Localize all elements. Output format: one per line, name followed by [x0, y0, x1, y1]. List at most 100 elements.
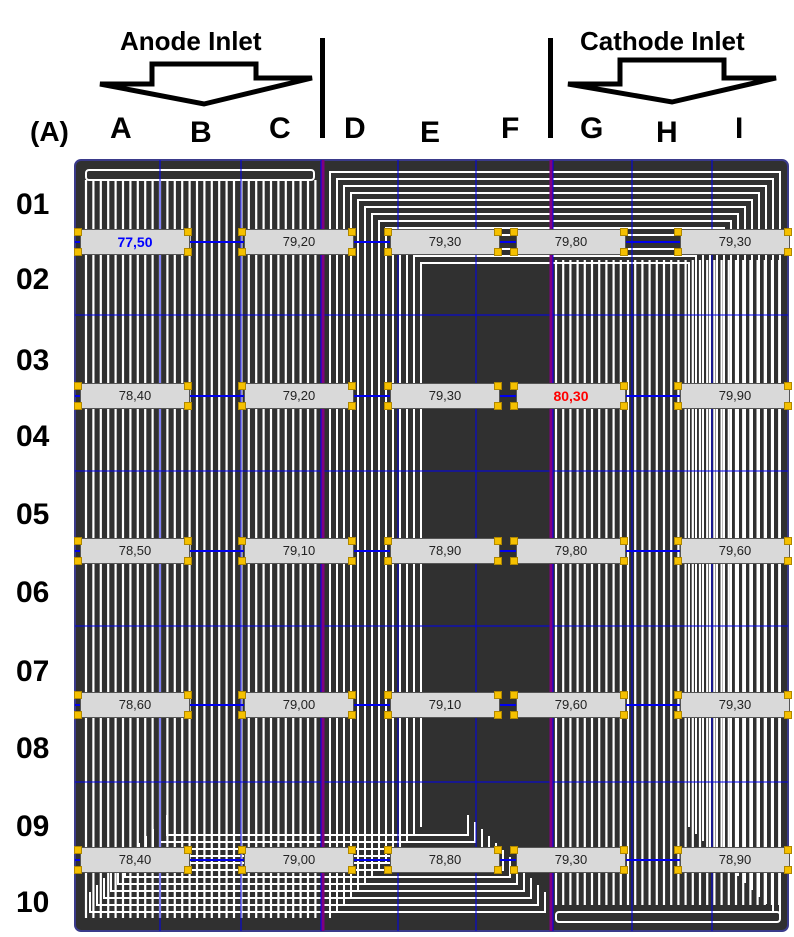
sensor-terminal: [620, 228, 628, 236]
sensor-terminal: [184, 248, 192, 256]
sensor-terminal: [184, 866, 192, 874]
sensor-r1-c4: 79,80: [516, 229, 626, 255]
anode-inlet-arrow: [99, 61, 313, 107]
return-channel: [89, 892, 546, 913]
sensor-terminal: [784, 537, 792, 545]
sensor-terminal: [784, 228, 792, 236]
sensor-terminal: [510, 382, 518, 390]
sensor-terminal: [494, 711, 502, 719]
sensor-terminal: [674, 866, 682, 874]
return-channel: [103, 878, 532, 899]
sensor-terminal: [674, 711, 682, 719]
sensor-terminal: [74, 866, 82, 874]
sensor-r1-c2: 79,20: [244, 229, 354, 255]
sensor-terminal: [238, 846, 246, 854]
sensor-terminal: [784, 382, 792, 390]
sensor-terminal: [784, 557, 792, 565]
sensor-terminal: [184, 402, 192, 410]
sensor-terminal: [184, 846, 192, 854]
sensor-terminal: [348, 382, 356, 390]
sensor-r3-c3: 78,90: [390, 538, 500, 564]
sensor-terminal: [494, 691, 502, 699]
sensor-terminal: [184, 382, 192, 390]
sensor-terminal: [348, 866, 356, 874]
sensor-terminal: [348, 846, 356, 854]
row-label-05: 05: [16, 498, 50, 531]
column-label-i: I: [735, 112, 744, 145]
anode-separator-bar: [320, 38, 325, 138]
sensor-terminal: [620, 711, 628, 719]
sensor-r2-c5: 79,90: [680, 383, 790, 409]
sensor-terminal: [238, 382, 246, 390]
sensor-r1-c1: 77,50: [80, 229, 190, 255]
row-label-04: 04: [16, 420, 50, 453]
sensor-terminal: [184, 537, 192, 545]
row-label-01: 01: [16, 188, 50, 221]
column-label-a: A: [110, 112, 132, 145]
sensor-terminal: [620, 866, 628, 874]
row-label-10: 10: [16, 886, 50, 919]
sensor-terminal: [620, 557, 628, 565]
sensor-terminal: [238, 866, 246, 874]
sensor-terminal: [784, 846, 792, 854]
row-label-02: 02: [16, 263, 50, 296]
return-channel: [166, 815, 469, 836]
sensor-terminal: [494, 402, 502, 410]
column-label-g: G: [580, 112, 604, 145]
sensor-r4-c2: 79,00: [244, 692, 354, 718]
sensor-terminal: [620, 382, 628, 390]
sensor-terminal: [184, 557, 192, 565]
sensor-terminal: [510, 537, 518, 545]
sensor-terminal: [348, 248, 356, 256]
sensor-terminal: [348, 537, 356, 545]
sensor-terminal: [238, 537, 246, 545]
cathode-inlet-label: Cathode Inlet: [580, 26, 745, 56]
sensor-terminal: [784, 402, 792, 410]
sensor-terminal: [348, 557, 356, 565]
sensor-terminal: [384, 248, 392, 256]
sensor-terminal: [674, 228, 682, 236]
sensor-r4-c4: 79,60: [516, 692, 626, 718]
sensor-terminal: [510, 402, 518, 410]
sensor-r3-c5: 79,60: [680, 538, 790, 564]
column-label-c: C: [269, 112, 291, 145]
sensor-terminal: [74, 228, 82, 236]
sensor-r5-c1: 78,40: [80, 847, 190, 873]
sensor-terminal: [620, 248, 628, 256]
sensor-terminal: [238, 228, 246, 236]
sensor-terminal: [384, 557, 392, 565]
cathode-manifold: [555, 911, 781, 923]
sensor-r2-c3: 79,30: [390, 383, 500, 409]
sensor-terminal: [494, 537, 502, 545]
sensor-r5-c3: 78,80: [390, 847, 500, 873]
sensor-terminal: [674, 382, 682, 390]
sensor-terminal: [784, 866, 792, 874]
sensor-terminal: [674, 248, 682, 256]
return-channel: [96, 885, 539, 906]
sensor-terminal: [74, 248, 82, 256]
sensor-terminal: [620, 402, 628, 410]
sensor-terminal: [238, 557, 246, 565]
sensor-terminal: [510, 711, 518, 719]
sensor-terminal: [494, 228, 502, 236]
sensor-terminal: [620, 537, 628, 545]
sensor-terminal: [674, 402, 682, 410]
row-label-09: 09: [16, 810, 50, 843]
sensor-terminal: [384, 711, 392, 719]
sensor-terminal: [74, 557, 82, 565]
sensor-terminal: [510, 248, 518, 256]
sensor-terminal: [674, 691, 682, 699]
return-channel: [117, 864, 518, 885]
sensor-terminal: [184, 228, 192, 236]
sensor-terminal: [384, 402, 392, 410]
sensor-r5-c4: 79,30: [516, 847, 626, 873]
sensor-terminal: [784, 248, 792, 256]
sensor-r4-c3: 79,10: [390, 692, 500, 718]
sensor-r1-c3: 79,30: [390, 229, 500, 255]
sensor-terminal: [238, 248, 246, 256]
sensor-terminal: [620, 691, 628, 699]
sensor-terminal: [494, 557, 502, 565]
sensor-terminal: [384, 228, 392, 236]
row-label-08: 08: [16, 732, 50, 765]
column-label-d: D: [344, 112, 366, 145]
